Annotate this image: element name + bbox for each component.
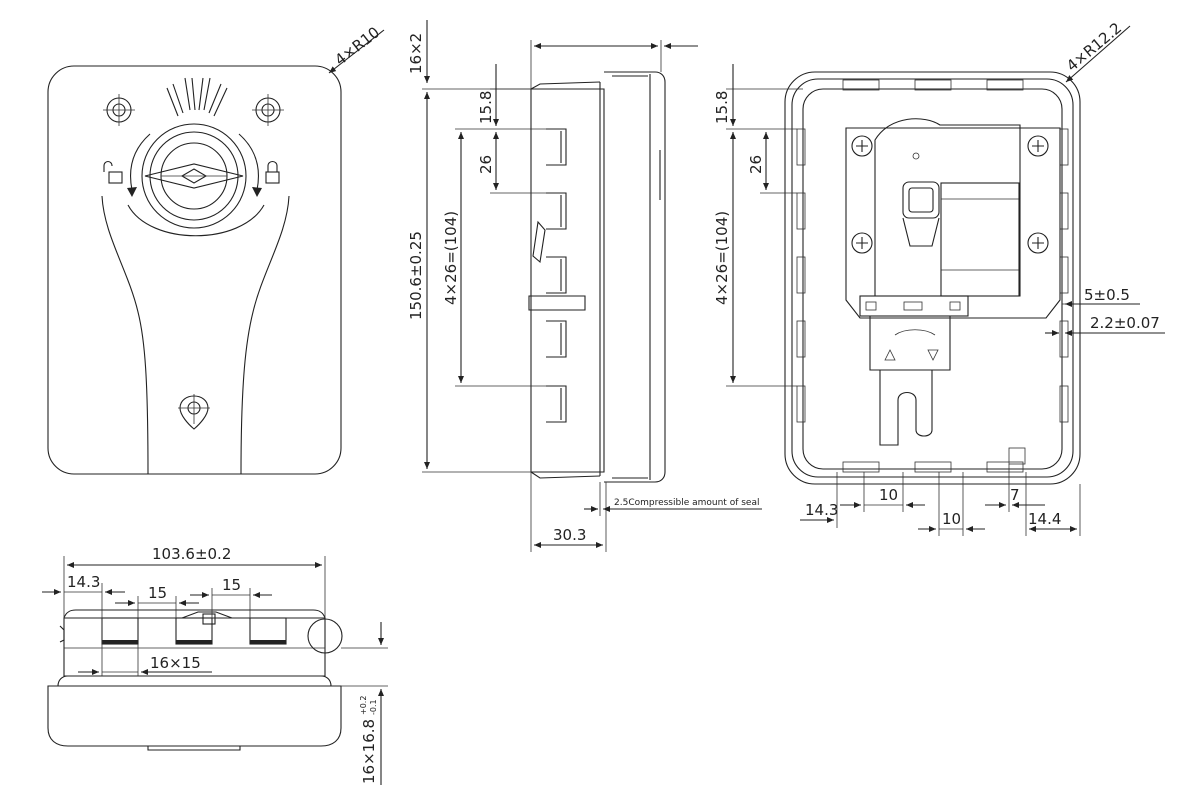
rear-bottom-7-label: 7 [1010, 486, 1020, 504]
screw-hole-icon [103, 94, 135, 126]
lock-cam-icon [902, 181, 940, 219]
rear-bottom-10a-label: 10 [879, 486, 898, 504]
bottom-15b-label: 15 [222, 576, 241, 594]
side-body-outline [530, 88, 605, 473]
indicator-rays-icon [166, 77, 228, 117]
rotation-arc-right [238, 133, 259, 191]
rear-pitch-total-label: 4×26=(104) [713, 211, 731, 305]
unlock-icon [103, 160, 123, 184]
rear-pitch-label: 26 [747, 155, 765, 174]
screw-head-icon [851, 135, 873, 157]
rear-offset-label: 2.2±0.07 [1090, 314, 1160, 332]
handle-right-edge [240, 195, 290, 475]
handle-left-edge [101, 195, 149, 475]
bottom-height-tol-minus-label: -0.1 [369, 699, 378, 715]
rotation-arc-left [130, 133, 151, 191]
bottom-14-3-label: 14.3 [67, 573, 100, 591]
mechanism-plate [845, 127, 1061, 319]
side-clips [528, 128, 586, 423]
rear-bottom-right-label: 14.4 [1028, 510, 1061, 528]
side-height-total-label: 150.6±0.25 [407, 231, 425, 320]
side-depth-label: 30.3 [553, 526, 586, 544]
bottom-cover-outline [47, 685, 342, 747]
front-corner-radius-label: 4×R10 [331, 23, 383, 69]
bottom-height-tol-plus-label: +0.2 [359, 696, 368, 715]
bottom-pitch-label: 16×15 [150, 654, 201, 672]
side-view: 150.6±0.25 16×2 15.8 26 4×26=(104) 30.3 … [407, 20, 762, 552]
lock-mechanism [874, 118, 1021, 297]
bottom-15a-label: 15 [148, 584, 167, 602]
side-cover-outline [604, 71, 666, 483]
screw-head-icon [851, 232, 873, 254]
front-view: 4×R10 [47, 23, 385, 475]
bottom-body-outline [63, 617, 326, 677]
handle-arc [127, 204, 265, 237]
front-housing-outline [47, 65, 342, 475]
rear-bottom-10b-label: 10 [942, 510, 961, 528]
side-top-offset-label: 16×2 [407, 33, 425, 74]
rotary-knob-icon [141, 123, 247, 229]
side-pitch-total-label: 4×26=(104) [442, 211, 460, 305]
bottom-view: 103.6±0.2 14.3 15 15 16×15 16×16.8 +0.2 [42, 545, 388, 785]
bottom-height-main-label: 16×16.8 [360, 719, 378, 784]
side-first-pitch-label: 15.8 [477, 91, 495, 124]
rear-first-pitch-label: 15.8 [713, 91, 731, 124]
rear-view: 4×R12.2 15.8 26 4×26=(104) 5±0.5 2.2±0.0… [713, 19, 1165, 536]
rear-bottom-left-label: 14.3 [805, 501, 838, 519]
keyhole-icon [178, 394, 210, 430]
bottom-width-total-label: 103.6±0.2 [152, 545, 231, 563]
rear-inner-outline [802, 88, 1063, 470]
screw-head-icon [1027, 232, 1049, 254]
rear-gap-label: 5±0.5 [1084, 286, 1130, 304]
rear-corner-radius-label: 4×R12.2 [1063, 19, 1125, 75]
latch-bracket [859, 295, 969, 317]
seal-note-label: 2.5Compressible amount of seal [614, 498, 759, 508]
lock-icon [265, 160, 280, 184]
screw-head-icon [1027, 135, 1049, 157]
rear-outer-outline [784, 71, 1081, 485]
side-pitch-label: 26 [477, 155, 495, 174]
screw-hole-icon [252, 94, 284, 126]
bottom-connectors [59, 611, 287, 645]
detail-circle [307, 618, 343, 654]
